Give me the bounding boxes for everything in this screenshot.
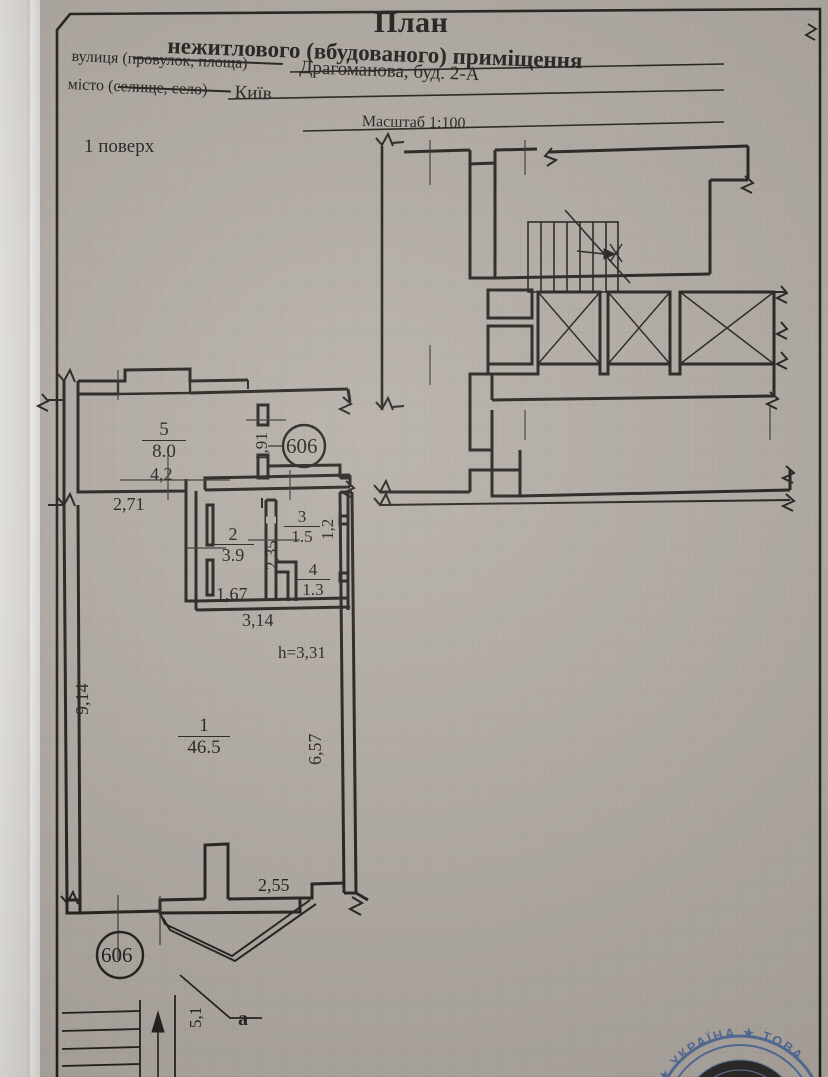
axis-label-a: a <box>238 1008 248 1030</box>
dimension-1-2: 1,2 <box>318 518 337 540</box>
room-2-number: 2 <box>228 524 238 544</box>
dimension-5-1: 5,1 <box>186 1006 205 1028</box>
room-label-3: 3 1.5 <box>284 508 320 547</box>
scale-label: Масштаб 1:100 <box>361 113 466 133</box>
dimension-2-55: 2,55 <box>258 875 290 895</box>
city-value: Київ <box>234 82 273 105</box>
dimension-4-2: 4,2 <box>150 464 173 484</box>
room-2-area: 3.9 <box>212 544 254 566</box>
room-label-1: 1 46.5 <box>178 716 230 759</box>
dimension-9-14: 9,14 <box>72 683 92 716</box>
dimension-6-57: 6,57 <box>305 733 325 766</box>
section-marker-top: 606 <box>286 434 318 458</box>
dimension-1-67: 1,67 <box>216 584 248 604</box>
room-label-2: 2 3.9 <box>212 525 254 566</box>
dimension-2-71: 2,71 <box>113 494 145 514</box>
room-4-number: 4 <box>308 560 318 579</box>
room-3-number: 3 <box>297 507 307 526</box>
room-5-area: 8.0 <box>142 440 186 463</box>
dimension-3-14: 3,14 <box>242 610 274 630</box>
dimension-1-91: 1,91 <box>252 432 271 462</box>
room-3-area: 1.5 <box>284 526 320 547</box>
document-title-line1: План <box>374 6 449 39</box>
room-4-area: 1.3 <box>296 579 330 600</box>
ceiling-height-note: h=3,31 <box>278 643 326 662</box>
dimension-2-35: 2,35 <box>262 540 281 570</box>
official-stamp: ЇВ ★ УКРАЇНА ★ ТОВА <box>646 1025 814 1077</box>
room-1-area: 46.5 <box>178 736 230 759</box>
room-1-number: 1 <box>199 715 209 736</box>
section-marker-bottom: 606 <box>101 943 133 967</box>
room-label-5: 5 8.0 <box>142 420 186 463</box>
floor-label: 1 поверх <box>84 136 155 157</box>
room-5-number: 5 <box>159 419 169 440</box>
room-label-4: 4 1.3 <box>296 561 330 600</box>
